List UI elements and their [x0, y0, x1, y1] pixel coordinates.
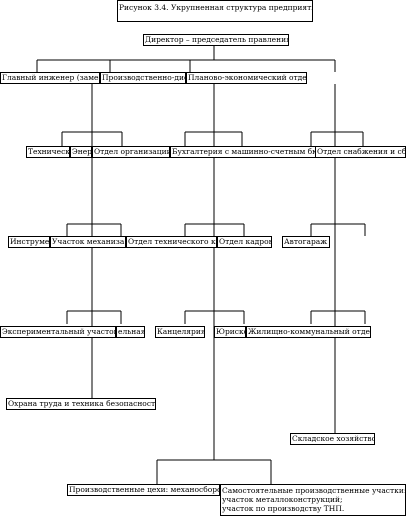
- figure-title: Рисунок 3.4. Укрупненная структура предп…: [117, 0, 313, 22]
- node-technical: Техническ: [26, 146, 70, 158]
- node-energy: Энер: [70, 146, 92, 158]
- independent-units-line: участок по производству ТНП.: [222, 504, 345, 513]
- node-supply-dept: Отдел снабжения и сбыта: [315, 146, 406, 158]
- node-housing: Жилищно-коммунальный отдел: [246, 326, 371, 338]
- node-warehouse: Складское хозяйство: [290, 433, 375, 445]
- node-hr: Отдел кадров: [217, 236, 272, 248]
- node-autogarage: Автогараж: [282, 236, 330, 248]
- node-prod-shops: Производственные цехи: механосборо: [67, 484, 220, 496]
- node-production-dispatch: Производственно-дис: [100, 72, 186, 84]
- node-director: Директор – председатель правления: [143, 34, 289, 46]
- node-org-dept: Отдел организации: [92, 146, 170, 158]
- node-chief-engineer: Главный инженер (замест: [0, 72, 100, 84]
- independent-units-line: Самостоятельные производственные участки…: [222, 486, 406, 495]
- node-office: Канцелярия: [155, 326, 205, 338]
- node-experimental-tail: ельная: [116, 326, 145, 338]
- node-mechanization: Участок механиза: [50, 236, 126, 248]
- node-experimental: Экспериментальный участок: [0, 326, 116, 338]
- node-tech-control: Отдел технического ко: [126, 236, 217, 248]
- node-independent-units: Самостоятельные производственные участки…: [220, 484, 406, 516]
- independent-units-line: участок металлоконструкций;: [222, 495, 343, 504]
- node-tools: Инструмен: [8, 236, 50, 248]
- node-safety: Охрана труда и техника безопасности: [6, 398, 156, 410]
- node-planning-economic: Планово-экономический отдел: [186, 72, 307, 84]
- node-legal: Юриско: [214, 326, 246, 338]
- node-accounting: Бухгалтерия с машинно-счетным бюро: [170, 146, 330, 158]
